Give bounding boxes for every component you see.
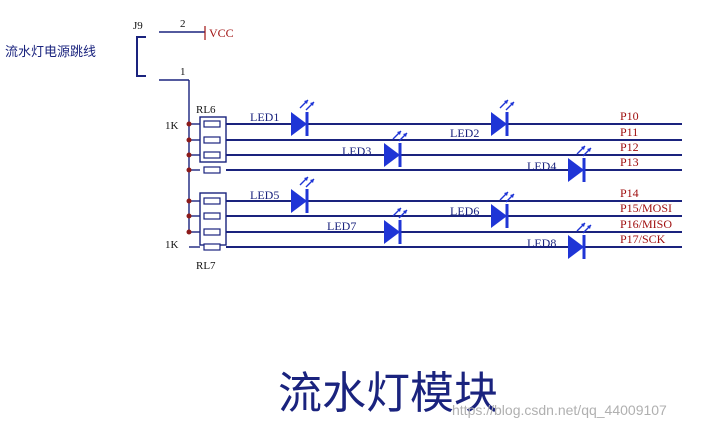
net-label-3: P13 — [620, 155, 639, 169]
led-3-label: LED3 — [342, 144, 371, 158]
rl6-ref: RL6 — [196, 104, 216, 116]
led-8: LED8 — [527, 222, 592, 259]
led-4: LED4 — [527, 145, 592, 182]
led-6: LED6 — [450, 191, 515, 228]
rl6-value: 1K — [165, 120, 179, 132]
watermark: https://blog.csdn.net/qq_44009107 — [452, 402, 667, 418]
resistor-7 — [203, 243, 221, 251]
led-1: LED1 — [250, 99, 315, 136]
led-3: LED3 — [342, 130, 408, 167]
jumper-pin-1: 1 — [180, 66, 186, 78]
vcc-label: VCC — [209, 26, 234, 40]
led-7-label: LED7 — [327, 219, 356, 233]
row-3 — [186, 166, 682, 174]
resistor-3 — [203, 166, 221, 174]
rl7-value: 1K — [165, 239, 179, 251]
led-7: LED7 — [327, 207, 408, 244]
resistor-4 — [203, 197, 221, 205]
net-label-1: P11 — [620, 125, 638, 139]
net-label-5: P15/MOSI — [620, 201, 672, 215]
row-6 — [186, 228, 682, 236]
row-7 — [189, 243, 682, 251]
led-8-label: LED8 — [527, 236, 556, 250]
jumper-description: 流水灯电源跳线 — [5, 45, 96, 60]
rl7-ref: RL7 — [196, 260, 216, 272]
led-5-label: LED5 — [250, 188, 279, 202]
net-label-7: P17/SCK — [620, 232, 666, 246]
resistor-5 — [203, 212, 221, 220]
net-label-4: P14 — [620, 186, 639, 200]
module-title: 流水灯模块 — [278, 368, 498, 419]
led-2-label: LED2 — [450, 126, 479, 140]
net-label-0: P10 — [620, 109, 639, 123]
jumper-pin-2: 2 — [180, 18, 186, 30]
jumper-bracket — [136, 36, 146, 77]
led-2: LED2 — [450, 99, 515, 140]
row-2 — [186, 151, 682, 159]
resistor-2 — [203, 151, 221, 159]
net-label-2: P12 — [620, 140, 639, 154]
row-1 — [186, 136, 682, 144]
led-4-label: LED4 — [527, 159, 556, 173]
led-1-label: LED1 — [250, 110, 279, 124]
row-5 — [186, 212, 682, 220]
led-5: LED5 — [250, 176, 315, 213]
led-6-label: LED6 — [450, 204, 479, 218]
resistor-0 — [203, 120, 221, 128]
jumper-ref: J9 — [133, 20, 143, 32]
resistor-6 — [203, 228, 221, 236]
net-label-6: P16/MISO — [620, 217, 672, 231]
resistor-1 — [203, 136, 221, 144]
